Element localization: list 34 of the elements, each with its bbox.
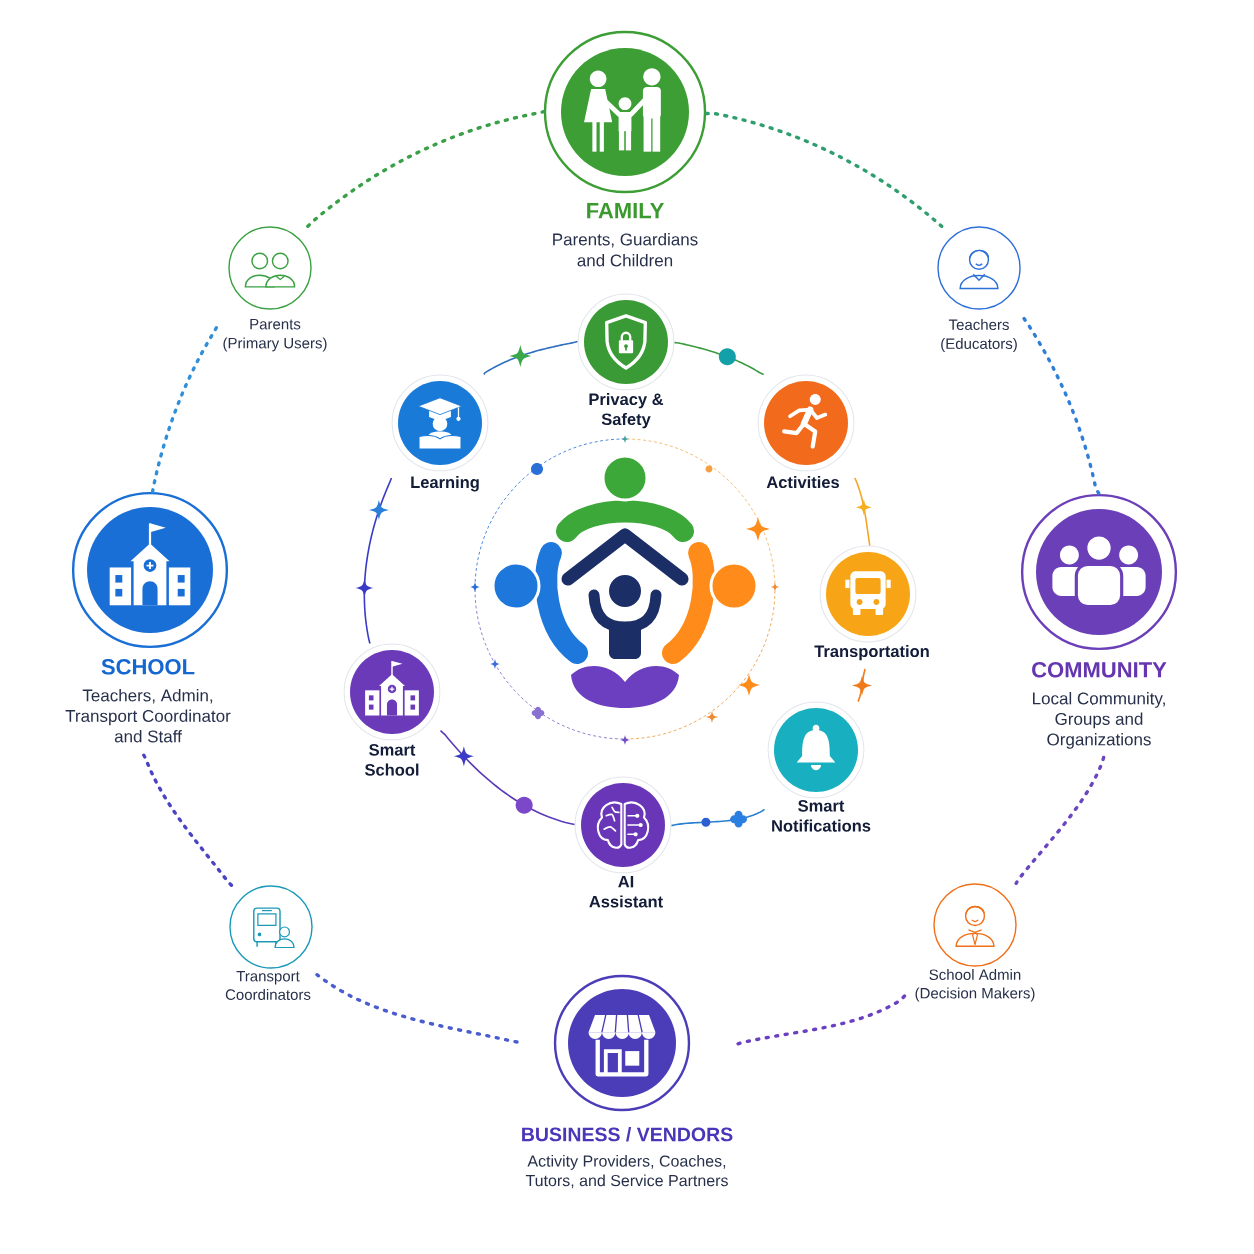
feature-label: Smart School [364, 744, 419, 776]
dotted-connector [150, 325, 219, 494]
dotted-connector [315, 973, 519, 1044]
connector-line [670, 808, 766, 827]
feature-label: Activities [766, 476, 839, 489]
role-label: School Admin (Decision Makers) [915, 969, 1035, 1002]
dotted-connector [1014, 755, 1106, 885]
feature-label: Transportation [814, 645, 929, 661]
connector-line [483, 340, 579, 376]
feature-label: Learning [411, 476, 479, 492]
category-heading: SCHOOL [101, 659, 195, 675]
dotted-connector [1022, 316, 1101, 496]
connector-line [853, 477, 871, 547]
connector-line [673, 341, 765, 376]
category-description: Activity Providers, Coaches, Tutors, and Service Partners [525, 1155, 728, 1189]
feature-label: AI Assistant [589, 876, 663, 908]
dotted-connector [141, 752, 234, 887]
category-description: Parents, Guardians and Children [553, 233, 698, 267]
role-label: Teachers (Educators) [941, 319, 1017, 352]
role-label: Transport Coordinators [225, 971, 311, 1000]
role-label: Parents (Primary Users) [223, 319, 327, 352]
dotted-connector [306, 110, 546, 228]
category-heading: COMMUNITY [1032, 662, 1167, 678]
dotted-connector [704, 111, 944, 228]
category-description: Local Community, Groups and Organizations [1033, 692, 1165, 749]
category-heading: BUSINESS / VENDORS [522, 1127, 733, 1142]
feature-label: Smart Notifications [772, 800, 871, 832]
dotted-connector [735, 994, 907, 1046]
feature-label: Privacy & Safety [589, 393, 664, 429]
category-heading: FAMILY [587, 203, 664, 219]
connector-line [857, 668, 866, 703]
connector-line [439, 729, 576, 826]
category-description: Teachers, Admin, Transport Coordinator and Staff [65, 689, 231, 743]
connector-line [363, 477, 393, 645]
